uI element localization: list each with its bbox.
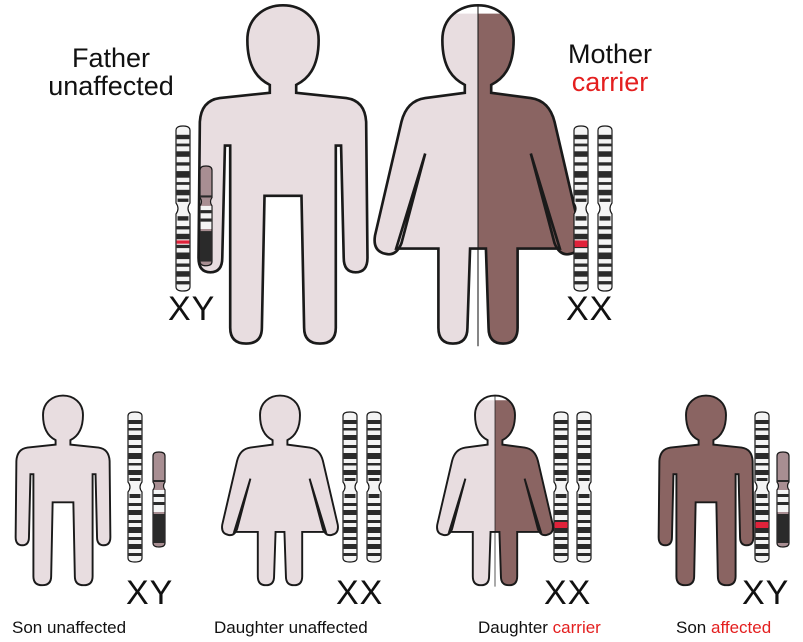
child-3-genotype: XX: [544, 574, 591, 613]
son-unaffected-y-chromosome: [153, 452, 165, 547]
mother-status: carrier: [560, 68, 660, 96]
mutant-gene-band: [555, 522, 568, 528]
mother-figure: [375, 5, 582, 346]
son-affected-y-chromosome: [777, 452, 789, 547]
father-y-chromosome: [200, 166, 212, 266]
child-2-label: Daughter: [214, 618, 284, 637]
son-unaffected-x-chromosome: [128, 412, 142, 562]
child-2-status: unaffected: [289, 618, 368, 637]
child-2-caption: Daughter unaffected: [214, 619, 368, 637]
son-affected-figure: [659, 396, 754, 586]
father-title: Father: [30, 44, 192, 72]
child-1-status: unaffected: [47, 618, 126, 637]
mutant-gene-band: [756, 522, 769, 528]
father-genotype: XY: [168, 290, 215, 329]
child-3-status: carrier: [553, 618, 601, 637]
mother-genotype: XX: [566, 290, 613, 329]
child-1-caption: Son unaffected: [12, 619, 126, 637]
child-1-label: Son: [12, 618, 42, 637]
mother-label: Mother carrier: [560, 40, 660, 97]
child-4-caption: Son affected: [676, 619, 771, 637]
son-unaffected-figure: [16, 396, 111, 586]
father-figure: [199, 5, 368, 343]
daughter-carrier-x-chromosome: [577, 412, 591, 562]
mother-title: Mother: [560, 40, 660, 68]
mutant-gene-band: [177, 240, 190, 243]
child-3-caption: Daughter carrier: [478, 619, 601, 637]
child-2-genotype: XX: [336, 574, 383, 613]
daughter-unaffected-x-chromosome-1: [343, 412, 357, 562]
father-label: Father unaffected: [30, 44, 192, 101]
daughter-carrier-figure: [437, 396, 553, 587]
child-4-status: affected: [711, 618, 771, 637]
child-4-genotype: XY: [742, 574, 789, 613]
child-3-label: Daughter: [478, 618, 548, 637]
daughter-carrier-x-chromosome-mutant: [554, 412, 568, 562]
father-x-chromosome: [176, 126, 190, 291]
daughter-unaffected-x-chromosome-2: [367, 412, 381, 562]
daughter-unaffected-figure: [222, 396, 338, 586]
mother-x-chromosome-mutant: [574, 126, 588, 291]
mother-x-chromosome: [598, 126, 612, 291]
father-status: unaffected: [30, 72, 192, 100]
son-affected-x-chromosome-mutant: [755, 412, 769, 562]
child-1-genotype: XY: [126, 574, 173, 613]
child-4-label: Son: [676, 618, 706, 637]
mutant-gene-band: [575, 240, 588, 247]
